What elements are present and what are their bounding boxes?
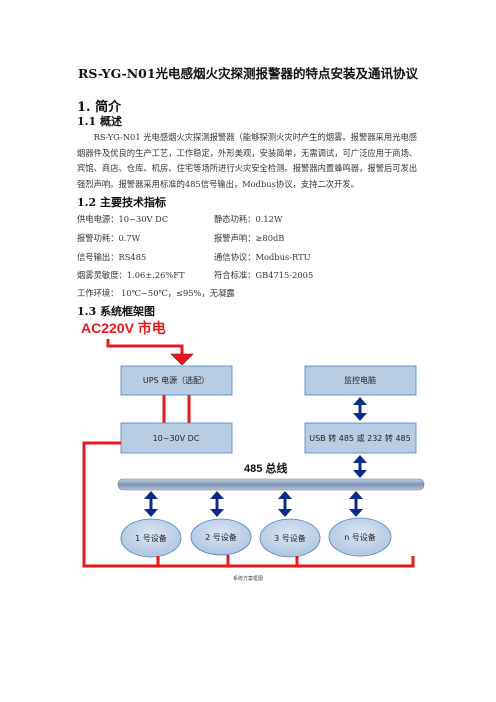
document-title: RS-YG-N01光电感烟火灾探测报警器的特点安装及通讯协议	[77, 66, 419, 81]
usb-converter-label: USB 转 485 或 232 转 485	[309, 433, 411, 443]
spec-row: 工作环境： 10℃~50℃，≤95%，无凝露	[77, 287, 235, 299]
bus-device-link	[349, 491, 363, 517]
arrow-down-icon	[210, 509, 224, 517]
section-1-heading: 1. 简介	[77, 100, 122, 115]
arrow-down-icon	[349, 509, 363, 517]
device-node	[190, 518, 252, 556]
spec-row: 供电电源：10~30V DC 静态功耗：0.12W	[77, 213, 283, 225]
arrow-up-icon	[353, 455, 367, 463]
monitor-pc-box	[304, 365, 417, 396]
spec-right: 静态功耗：0.12W	[214, 214, 283, 224]
spec-right: 符合标准：GB4715-2005	[214, 270, 314, 280]
arrow-up-icon	[349, 491, 363, 499]
bus-device-link	[278, 491, 292, 517]
power-loop-line	[82, 441, 415, 568]
spec-left: 工作环境： 10℃~50℃，≤95%，无凝露	[77, 288, 235, 298]
spec-row: 烟雾灵敏度：1.06±.26%FT 符合标准：GB4715-2005	[77, 269, 313, 281]
ups-label: UPS 电源（选配）	[143, 375, 209, 385]
arrow-down-icon	[144, 509, 158, 517]
spec-row: 报警功耗：0.7W 报警声响：≥80dB	[77, 232, 284, 244]
spec-right: 通信协议：Modbus-RTU	[214, 252, 311, 262]
device-label: 1 号设备	[135, 533, 167, 543]
arrow-up-icon	[278, 491, 292, 499]
device-node	[120, 518, 182, 558]
spec-left: 信号输出：RS485	[77, 252, 147, 262]
device-node	[259, 518, 321, 558]
spec-right: 报警声响：≥80dB	[214, 233, 285, 243]
dc-power-label: 10~30V DC	[153, 434, 200, 443]
section-1-2-heading: 1.2 主要技术指标	[77, 196, 166, 209]
rs485-bus	[117, 478, 425, 491]
ac-feed-arrowhead	[170, 353, 194, 366]
bus-label: 485 总线	[244, 461, 287, 475]
bus-device-link	[144, 491, 158, 517]
overview-paragraph: RS-YG-N01 光电感烟火灾探测报警器（能够探测火灾时产生的烟雾。报警器采用…	[77, 132, 418, 189]
arrow-up-icon	[210, 491, 224, 499]
monitor-pc-label: 监控电脑	[344, 375, 376, 385]
dc-power-box	[120, 422, 233, 454]
arrow-up-icon	[353, 397, 367, 405]
spec-left: 烟雾灵敏度：1.06±.26%FT	[77, 270, 185, 280]
spec-row: 信号输出：RS485 通信协议：Modbus-RTU	[77, 251, 311, 263]
ac-mains-label: AC220V 市电	[81, 320, 166, 336]
arrow-down-icon	[278, 509, 292, 517]
bus-device-link	[210, 491, 224, 517]
device-label: n 号设备	[344, 532, 376, 542]
ac-feed-line	[106, 339, 184, 356]
arrow-down-icon	[353, 413, 367, 421]
usb-converter-box	[304, 422, 417, 454]
section-1-3-heading: 1.3 系统框架图	[77, 305, 155, 318]
arrow-down-icon	[353, 470, 367, 478]
device-label: 2 号设备	[205, 532, 237, 542]
device-label: 3 号设备	[274, 533, 306, 543]
diagram-caption: 系统方案框图	[233, 575, 263, 582]
section-1-1-heading: 1.1 概述	[77, 115, 122, 128]
ups-box	[120, 365, 233, 396]
device-node	[328, 517, 392, 557]
arrow-up-icon	[144, 491, 158, 499]
spec-left: 供电电源：10~30V DC	[77, 214, 169, 224]
spec-left: 报警功耗：0.7W	[77, 233, 141, 243]
